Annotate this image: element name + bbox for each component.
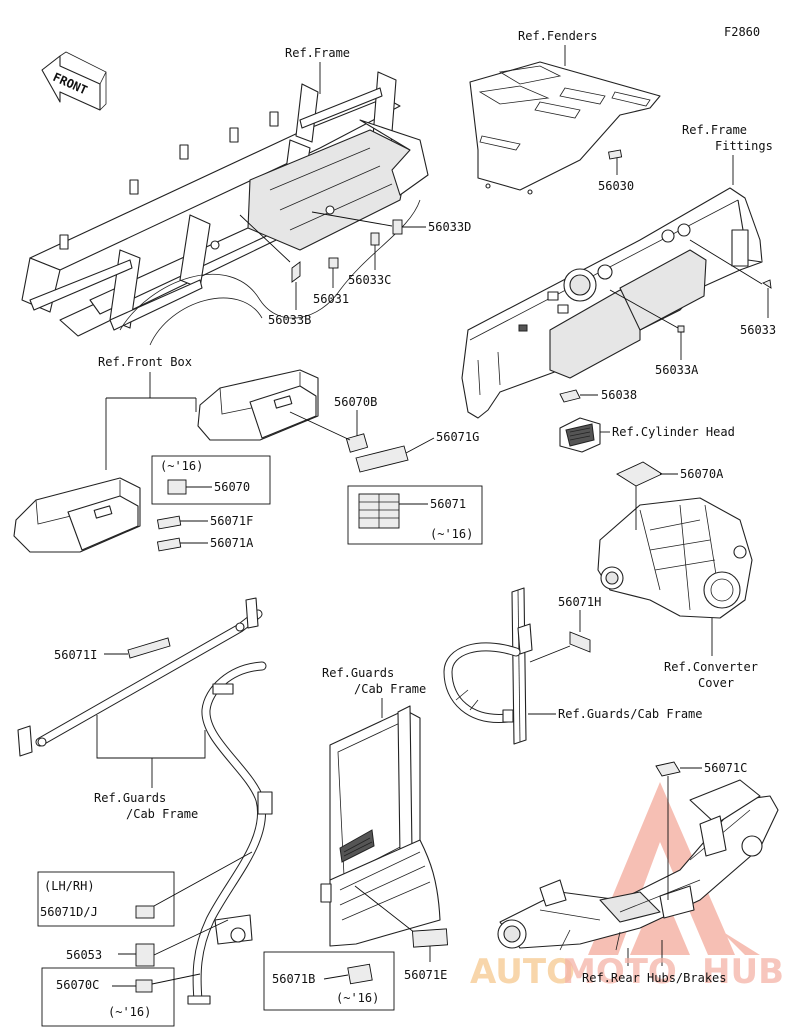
ref-guards-cab-frame-right-label: Ref.Guards/Cab Frame — [558, 707, 703, 721]
decal-56070 — [167, 479, 187, 495]
frame-decals: 56033D 56033C 56031 56033B — [239, 211, 471, 327]
decal-56033C — [370, 232, 380, 246]
box-56070-until16 — [151, 455, 271, 505]
watermark-text-hub: HUB — [702, 952, 784, 992]
frame-fittings-illustration — [461, 187, 763, 419]
ref-frame-label: Ref.Frame — [285, 46, 350, 60]
part-56071F-label: 56071F — [210, 514, 253, 528]
decal-56071I — [127, 637, 171, 659]
part-56033B-label: 56033B — [268, 313, 311, 327]
part-56071E-label: 56071E — [404, 968, 447, 982]
main-frame-illustration — [21, 71, 429, 346]
part-56053-label: 56053 — [66, 948, 102, 962]
watermark-text: AUTO MOTO HUB — [470, 952, 784, 992]
ref-fenders-label: Ref.Fenders — [518, 29, 597, 43]
part-56071DJ-label: 56071D/J — [40, 905, 98, 919]
box-56071-until16 — [347, 485, 483, 545]
ref-frame-fittings-label-1: Ref.Frame — [682, 123, 747, 137]
rear-hubs-brakes-illustration — [497, 779, 779, 951]
part-56071A-label: 56071A — [210, 536, 254, 550]
cab-door-illustration — [320, 705, 441, 947]
side-guard-illustration — [187, 661, 273, 1005]
decal-56053 — [135, 943, 155, 967]
decal-56038 — [559, 389, 581, 403]
cylinder-head-illustration — [559, 417, 601, 453]
part-56070A-label: 56070A — [680, 467, 724, 481]
note-until16-b: (~'16) — [430, 527, 473, 541]
part-56031-label: 56031 — [313, 292, 349, 306]
watermark-text-auto: AUTO — [470, 952, 575, 992]
ref-guards-left-label-2: /Cab Frame — [126, 807, 198, 821]
decal-56071H — [569, 631, 591, 653]
decal-56071 — [358, 493, 400, 529]
part-56071B-label: 56071B — [272, 972, 315, 986]
front-box-lower-illustration — [13, 477, 141, 553]
ref-cylinder-head-label: Ref.Cylinder Head — [612, 425, 735, 439]
decal-56071B — [347, 963, 373, 985]
decal-56070A — [616, 461, 663, 487]
decal-56071DJ — [135, 905, 155, 919]
note-until16-a: (~'16) — [160, 459, 203, 473]
front-arrow-icon — [41, 55, 101, 111]
front-arrow: FRONT — [41, 51, 107, 111]
part-56071I-label: 56071I — [54, 648, 97, 662]
ref-guards-center-label-1: Ref.Guards — [322, 666, 394, 680]
part-56071H-label: 56071H — [558, 595, 601, 609]
cab-frame-post-illustration — [443, 587, 533, 745]
part-56038-label: 56038 — [601, 388, 637, 402]
note-until16-c: (~'16) — [108, 1005, 151, 1019]
ref-rear-hubs-brakes-label: Ref.Rear Hubs/Brakes — [582, 971, 727, 985]
door-vent-grille — [339, 829, 375, 863]
decal-56071E — [412, 928, 448, 948]
decal-56071F — [156, 515, 182, 530]
ref-frame-fittings-label-2: Fittings — [715, 139, 773, 153]
front-box-upper-illustration — [197, 369, 319, 441]
decal-56033D — [392, 219, 403, 235]
ref-guards-center-label-2: /Cab Frame — [354, 682, 426, 696]
decal-56071G — [355, 445, 409, 473]
ref-front-box-label: Ref.Front Box — [98, 355, 192, 369]
box-56071B-until16 — [263, 951, 395, 1011]
note-until16-d: (~'16) — [336, 991, 379, 1005]
decal-56070B — [345, 433, 369, 453]
part-56070B-label: 56070B — [334, 395, 377, 409]
figure-code: F2860 — [724, 25, 760, 39]
part-56070-label: 56070 — [214, 480, 250, 494]
converter-cover-illustration — [597, 497, 753, 619]
fenders-illustration — [469, 61, 661, 195]
decal-56070C — [135, 979, 153, 993]
ref-converter-cover-label-2: Cover — [698, 676, 734, 690]
watermark-text-moto: MOTO — [562, 952, 677, 992]
watermark-triangle-outer — [720, 930, 760, 955]
part-56071G-label: 56071G — [436, 430, 479, 444]
cross-bar-illustration — [17, 597, 263, 757]
part-56070C-label: 56070C — [56, 978, 99, 992]
ref-converter-cover-label-1: Ref.Converter — [664, 660, 758, 674]
decal-56033A — [677, 325, 685, 333]
decal-56071A — [156, 537, 182, 552]
watermark-triangle-inner — [630, 884, 690, 955]
part-56033A-label: 56033A — [655, 363, 699, 377]
decal-56033B — [291, 261, 301, 283]
part-56071C-label: 56071C — [704, 761, 747, 775]
part-56033C-label: 56033C — [348, 273, 391, 287]
part-56033D-label: 56033D — [428, 220, 471, 234]
part-56033-label: 56033 — [740, 323, 776, 337]
decal-56033 — [762, 279, 772, 289]
box-56070C-until16 — [41, 967, 175, 1027]
decal-56071C — [655, 761, 681, 777]
decal-56030 — [608, 149, 623, 160]
ref-guards-left-label-1: Ref.Guards — [94, 791, 166, 805]
part-56071-label: 56071 — [430, 497, 466, 511]
decal-56031 — [328, 257, 339, 269]
note-lh-rh: (LH/RH) — [44, 879, 95, 893]
part-56030-label: 56030 — [598, 179, 634, 193]
box-56071DJ-lhrh — [37, 871, 175, 927]
